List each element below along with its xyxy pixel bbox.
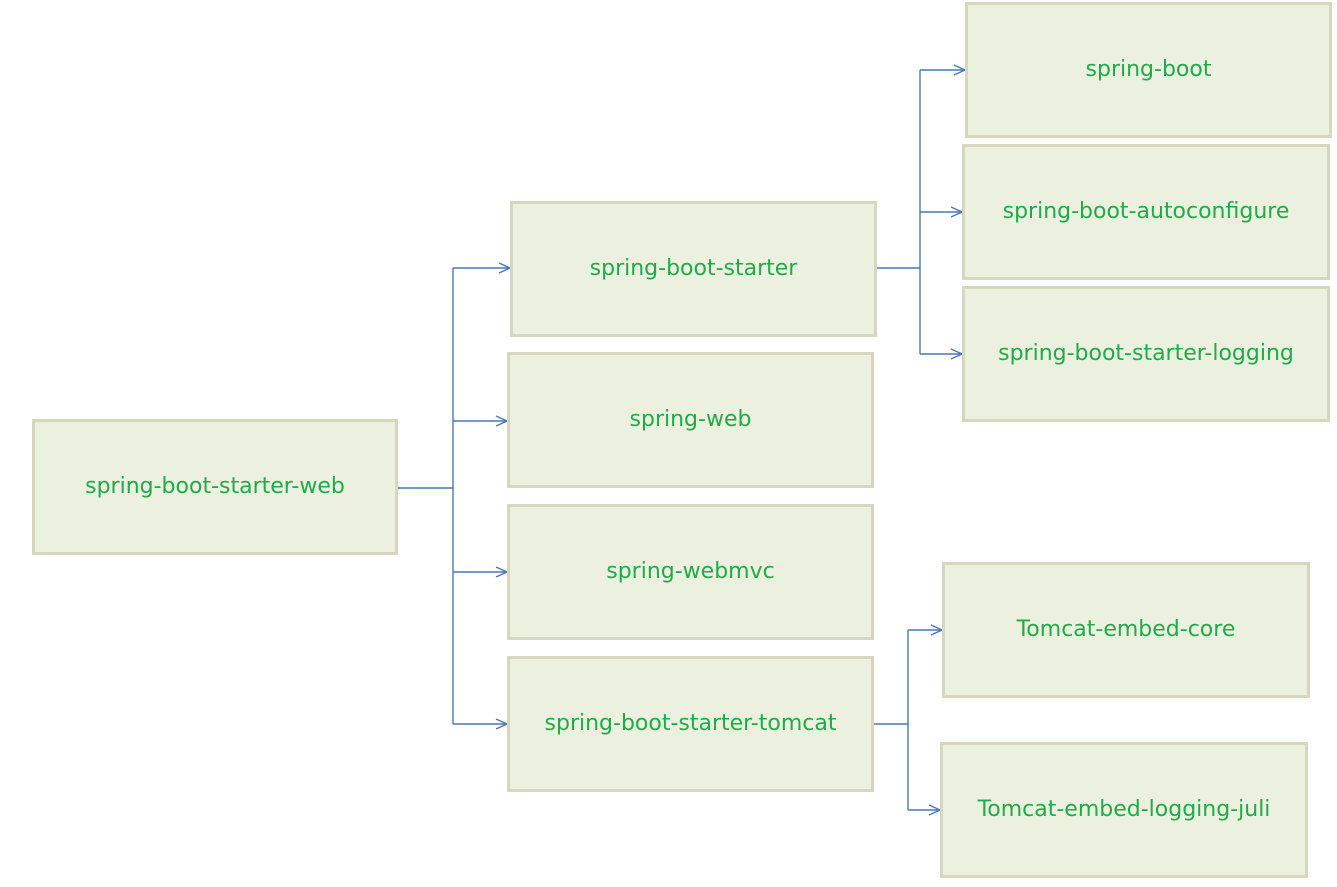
node-label: spring-boot-starter-tomcat [544, 710, 837, 736]
node-tomcat-embed-logging-juli: Tomcat-embed-logging-juli [940, 742, 1308, 878]
node-label: spring-boot-autoconfigure [1002, 198, 1290, 224]
node-spring-boot-starter-tomcat: spring-boot-starter-tomcat [507, 656, 874, 792]
node-spring-boot-starter-logging: spring-boot-starter-logging [962, 286, 1330, 422]
node-label: spring-boot-starter-logging [998, 340, 1294, 366]
connector-tomcat-group [873, 624, 944, 816]
node-label: spring-web [629, 406, 752, 432]
node-spring-boot-starter-web: spring-boot-starter-web [32, 419, 398, 555]
node-label: Tomcat-embed-core [1016, 616, 1236, 642]
node-label: spring-boot-starter-web [85, 473, 345, 499]
node-spring-boot-autoconfigure: spring-boot-autoconfigure [962, 144, 1330, 280]
node-label: spring-boot-starter [589, 255, 798, 281]
node-spring-webmvc: spring-webmvc [507, 504, 874, 640]
node-spring-boot-starter: spring-boot-starter [510, 201, 877, 337]
node-spring-web: spring-web [507, 352, 874, 488]
node-tomcat-embed-core: Tomcat-embed-core [942, 562, 1310, 698]
node-label: spring-webmvc [606, 558, 775, 584]
node-label: spring-boot [1085, 56, 1212, 82]
connector-starter-group [876, 64, 967, 360]
connector-root-group [398, 262, 512, 730]
node-label: Tomcat-embed-logging-juli [977, 796, 1271, 822]
node-spring-boot: spring-boot [965, 2, 1332, 138]
